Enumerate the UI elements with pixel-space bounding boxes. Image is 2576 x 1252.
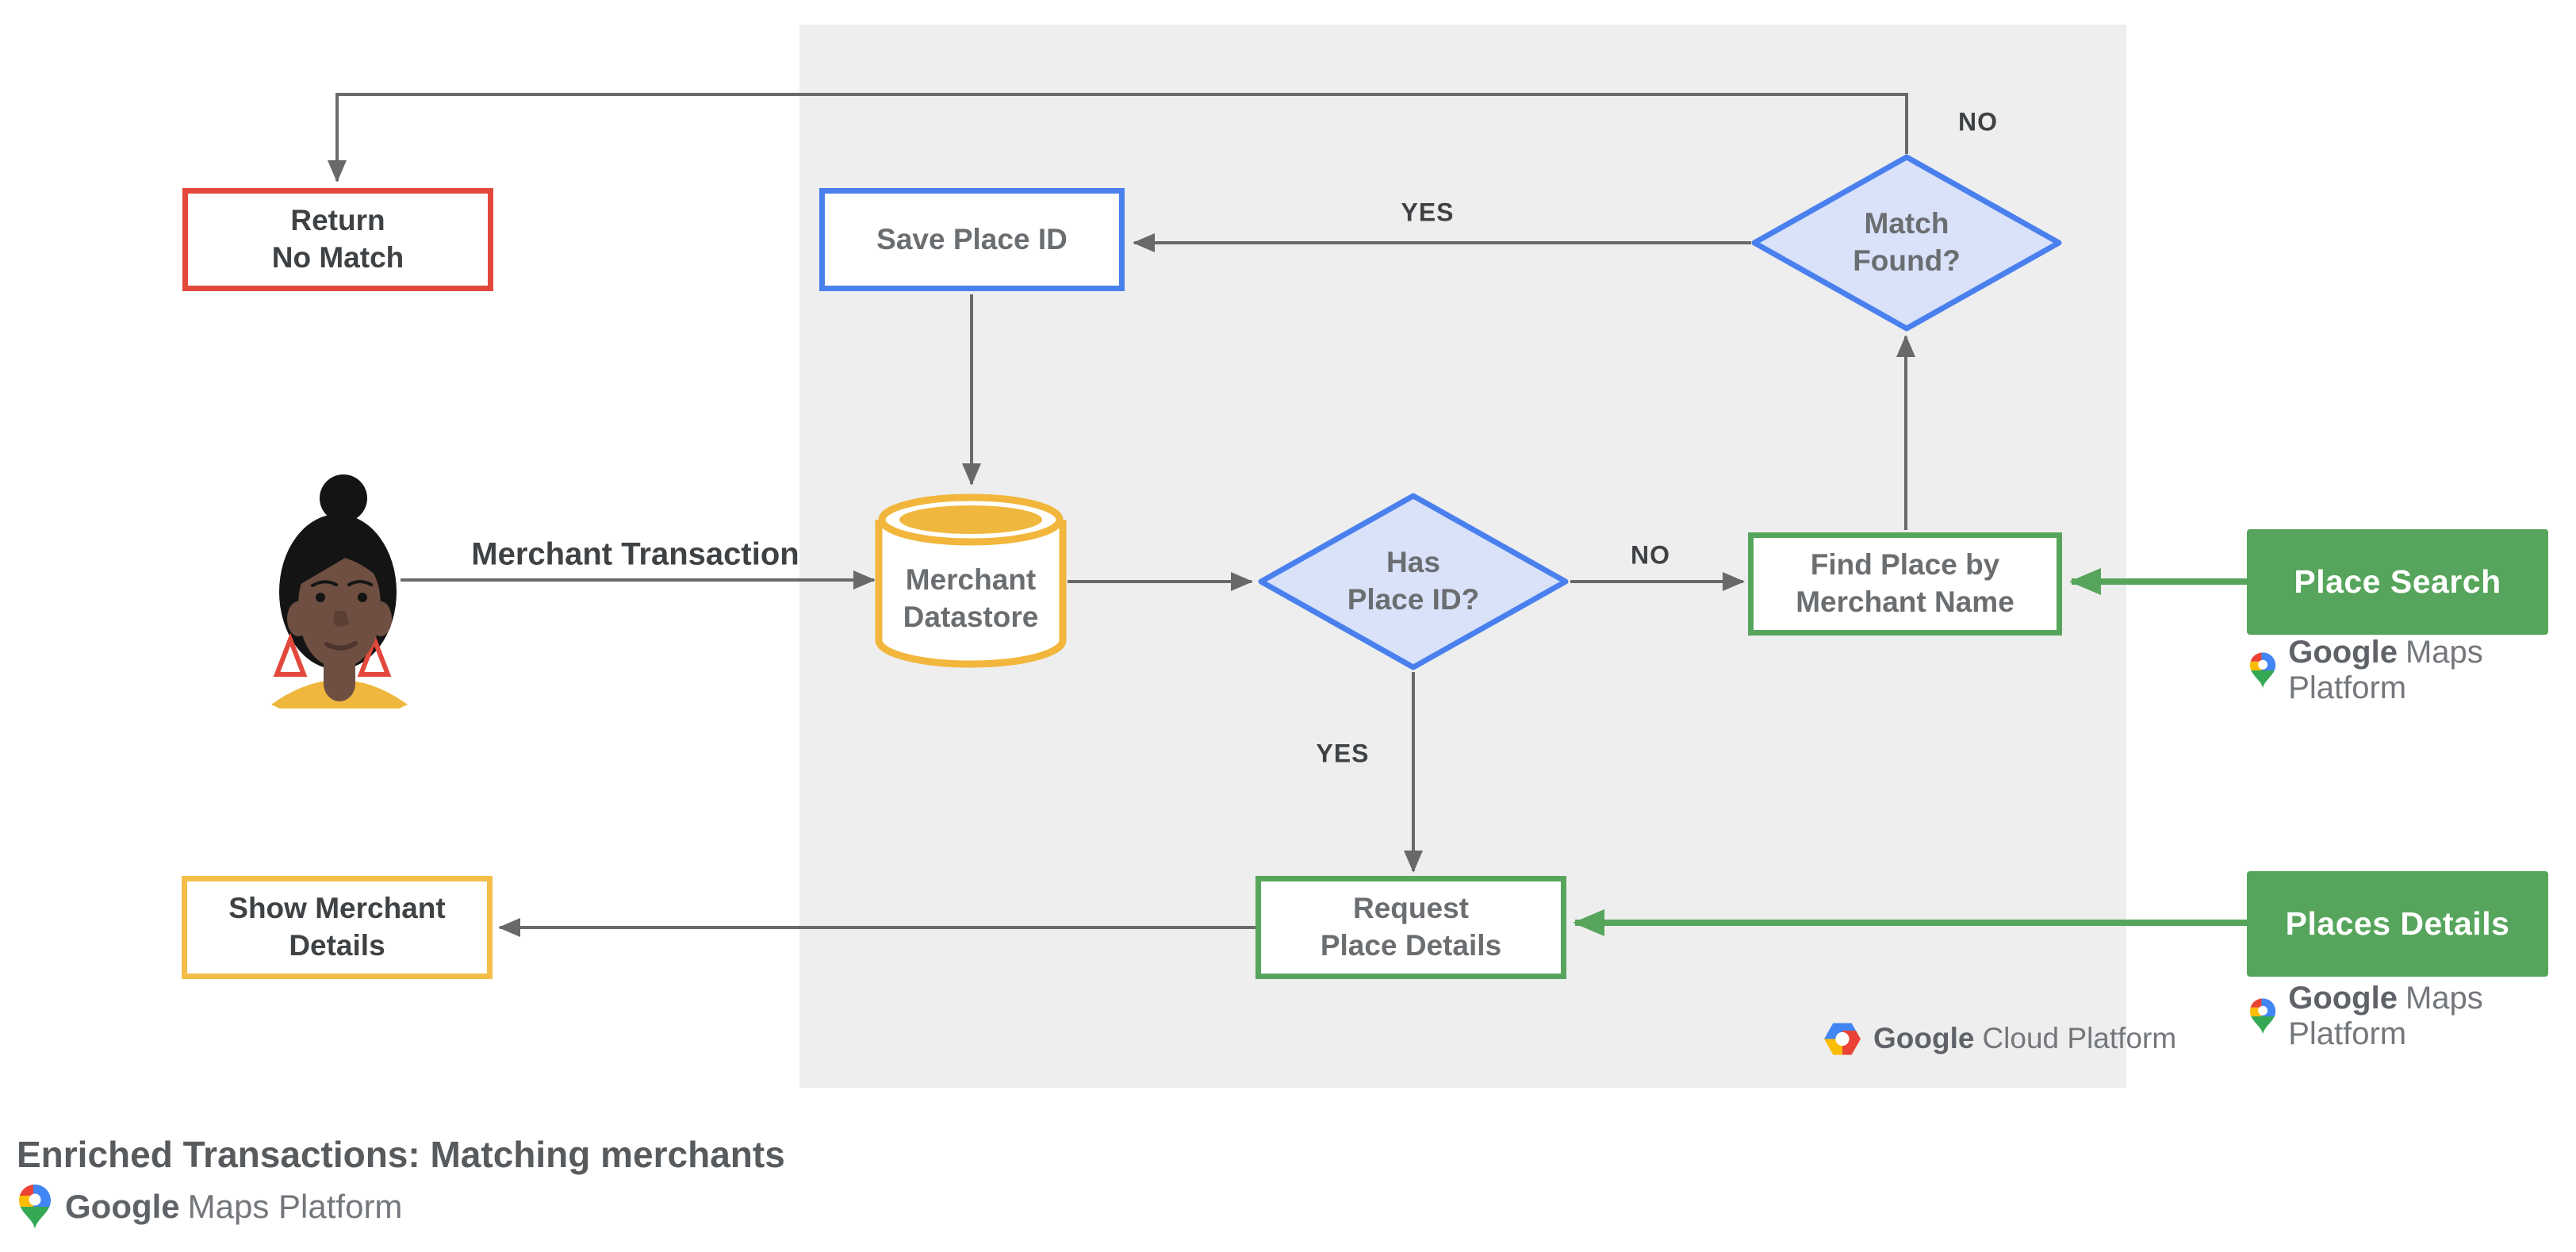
- merchant-datastore-label: Merchant Datastore: [903, 563, 1039, 633]
- return-no-match-node: Return No Match: [182, 188, 493, 291]
- has-place-id-yes-label: YES: [1316, 739, 1370, 768]
- request-place-details-node: Request Place Details: [1255, 876, 1566, 979]
- match-found-label: Match Found?: [1853, 207, 1961, 277]
- google-maps-pin-icon: [2250, 652, 2276, 689]
- place-search-api-card: Place Search: [2247, 529, 2548, 635]
- places-details-label: Places Details: [2285, 905, 2510, 942]
- google-maps-pin-icon: [19, 1185, 51, 1229]
- google-maps-pin-icon: [2250, 998, 2276, 1035]
- return-no-match-label: Return No Match: [271, 204, 404, 274]
- match-found-decision: Match Found?: [1751, 154, 2062, 332]
- places-details-api-card: Places Details: [2247, 871, 2548, 977]
- show-merchant-details-node: Show Merchant Details: [182, 876, 493, 979]
- has-place-id-no-label: NO: [1631, 540, 1670, 570]
- has-place-id-label: Has Place ID?: [1347, 546, 1480, 616]
- find-place-node: Find Place by Merchant Name: [1748, 532, 2062, 636]
- diagram-title: Enriched Transactions: Matching merchant…: [17, 1134, 785, 1175]
- find-place-label: Find Place by Merchant Name: [1796, 548, 2014, 618]
- save-place-id-node: Save Place ID: [819, 188, 1125, 291]
- merchant-transaction-label: Merchant Transaction: [471, 536, 799, 572]
- match-found-no-label: NO: [1958, 107, 1998, 136]
- decision-diamond-shape: [1258, 493, 1569, 670]
- decision-diamond-shape: [1751, 154, 2062, 332]
- save-place-id-label: Save Place ID: [876, 222, 1068, 255]
- merchant-user-avatar: [271, 474, 408, 709]
- show-merchant-details-label: Show Merchant Details: [228, 892, 446, 962]
- request-place-details-label: Request Place Details: [1320, 892, 1502, 962]
- has-place-id-decision: Has Place ID?: [1258, 493, 1569, 670]
- datastore-cylinder-shape: [875, 494, 1067, 668]
- google-cloud-hexagon-icon: [1824, 1022, 1861, 1055]
- match-found-yes-label: YES: [1401, 198, 1455, 227]
- place-search-label: Place Search: [2294, 563, 2501, 600]
- merchant-datastore-node: Merchant Datastore: [868, 486, 1074, 674]
